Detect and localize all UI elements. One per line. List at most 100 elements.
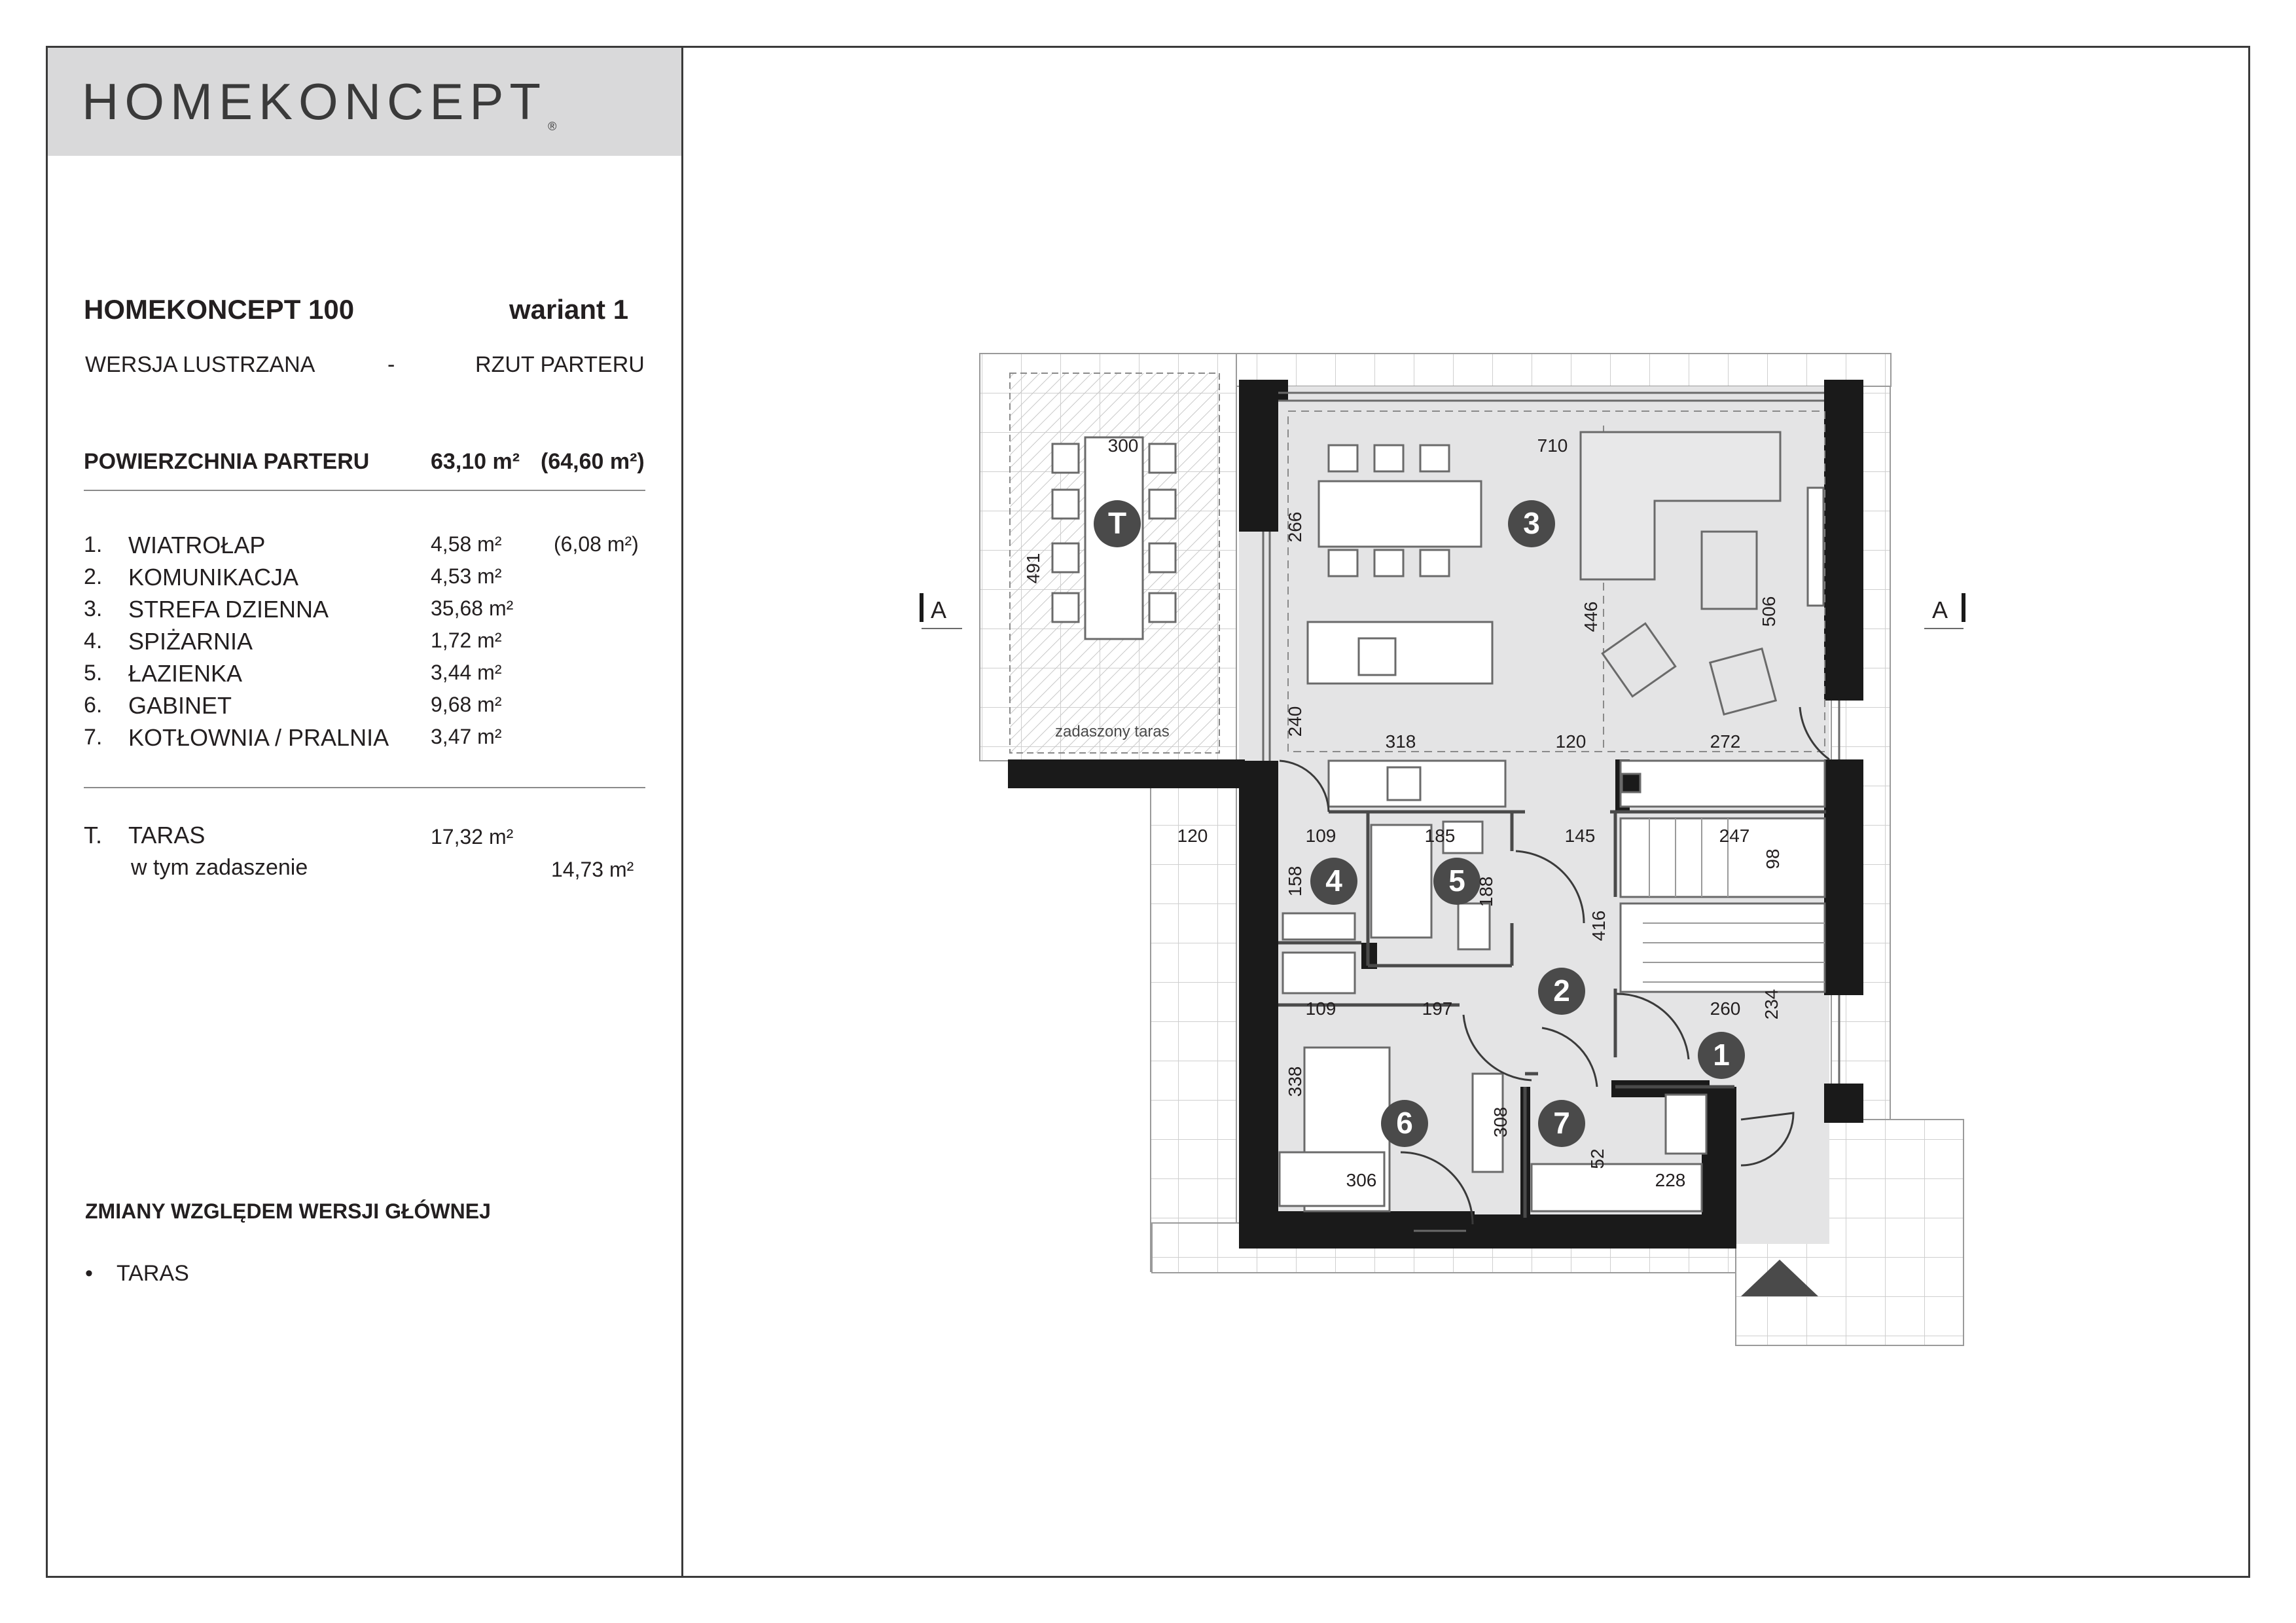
room-number: 4. (84, 629, 103, 653)
room-area: 35,68 m² (431, 596, 514, 620)
dimension-label: 308 (1490, 1107, 1511, 1138)
room-area-extra: (6,08 m²) (554, 532, 639, 556)
room-area: 9,68 m² (431, 693, 502, 716)
dimension-label: 240 (1285, 706, 1305, 737)
room-marker: 1 (1698, 1032, 1745, 1079)
walls (1008, 380, 1863, 1249)
svg-text:A: A (1932, 596, 1948, 623)
dimension-label: 491 (1023, 553, 1043, 584)
dimension-label: 158 (1285, 866, 1305, 897)
dimension-label: 234 (1761, 989, 1782, 1020)
dimension-label: 318 (1386, 731, 1416, 752)
svg-text:2: 2 (1553, 974, 1570, 1008)
dimension-label: 109 (1306, 826, 1336, 846)
terrace-covered-area: 14,73 m² (551, 858, 634, 881)
dimension-label: 197 (1422, 998, 1453, 1019)
living-furniture (1306, 431, 1826, 808)
room-marker: 2 (1538, 968, 1585, 1015)
dimension-label: 228 (1655, 1170, 1686, 1190)
dimension-label: 416 (1588, 911, 1609, 941)
dimension-label: 98 (1763, 848, 1783, 869)
room-marker: 6 (1381, 1100, 1428, 1147)
room-marker: 3 (1508, 500, 1555, 547)
room-area: 3,44 m² (431, 661, 502, 684)
room-number: 5. (84, 661, 103, 685)
room-marker: 5 (1433, 858, 1480, 905)
room-area: 1,72 m² (431, 629, 502, 652)
dimension-label: 120 (1556, 731, 1587, 752)
project-variant: wariant 1 (509, 294, 629, 325)
dimension-label: 188 (1476, 877, 1496, 907)
dimension-label: 247 (1719, 826, 1750, 846)
svg-text:A: A (931, 596, 946, 623)
floor-area-value: 63,10 m² (431, 449, 520, 474)
changes-title: ZMIANY WZGLĘDEM WERSJI GŁÓWNEJ (85, 1199, 491, 1223)
room-marker: T (1094, 500, 1141, 547)
exterior-wall-lines (1262, 392, 1840, 1232)
room-marker: 7 (1538, 1100, 1585, 1147)
changes-bullet: • (85, 1261, 93, 1286)
entrance-arrow-icon (1741, 1260, 1818, 1296)
covered-terrace-label: zadaszony taras (1055, 723, 1170, 740)
dimension-label: 120 (1177, 826, 1208, 846)
interior-walls (1278, 810, 1826, 1218)
terrace-num: T. (84, 822, 103, 848)
room-name: ŁAZIENKA (128, 660, 243, 687)
svg-text:7: 7 (1553, 1106, 1570, 1140)
logo-band (48, 48, 681, 156)
room-area: 4,53 m² (431, 564, 502, 588)
dimension-label: 185 (1425, 826, 1456, 846)
dimension-label: 272 (1710, 731, 1741, 752)
room-name: KOTŁOWNIA / PRALNIA (128, 724, 389, 751)
view-label: RZUT PARTERU (475, 352, 645, 377)
dimension-label: 306 (1346, 1170, 1377, 1190)
version-label: WERSJA LUSTRZANA (85, 352, 315, 377)
floor-area-alt: (64,60 m²) (541, 449, 645, 474)
svg-text:5: 5 (1448, 864, 1465, 898)
dimension-label: 52 (1587, 1148, 1607, 1169)
room-number: 6. (84, 693, 103, 718)
dimension-label: 109 (1306, 998, 1336, 1019)
svg-text:4: 4 (1325, 864, 1342, 898)
room-name: SPIŻARNIA (128, 628, 253, 655)
dimension-label: 300 (1108, 435, 1139, 456)
version-separator: - (387, 352, 395, 377)
room-area: 4,58 m² (431, 532, 502, 556)
dimension-label: 446 (1581, 602, 1601, 632)
terrace-name: TARAS (128, 822, 206, 848)
terrace-area: 17,32 m² (431, 825, 514, 848)
stairs (1619, 817, 1826, 993)
room-markers: T 3 4 5 2 1 6 7 (1094, 500, 1745, 1147)
room-marker: 4 (1310, 858, 1357, 905)
svg-text:T: T (1108, 506, 1126, 540)
svg-text:6: 6 (1396, 1106, 1413, 1140)
homekoncept-logo: HOMEKONCEPT® (82, 73, 557, 133)
svg-text:1: 1 (1713, 1038, 1730, 1072)
room-name: GABINET (128, 692, 232, 719)
dimension-label: 506 (1759, 596, 1779, 627)
dimension-label: 145 (1565, 826, 1596, 846)
dimension-label: 266 (1285, 512, 1305, 543)
divider (84, 787, 645, 788)
info-panel (46, 46, 683, 1578)
room-name: KOMUNIKACJA (128, 564, 299, 591)
divider (84, 490, 645, 491)
room-number: 7. (84, 725, 103, 750)
changes-item: TARAS (117, 1261, 189, 1286)
room-name: STREFA DZIENNA (128, 596, 329, 623)
room-area: 3,47 m² (431, 725, 502, 748)
dimension-label: 260 (1710, 998, 1741, 1019)
room-number: 1. (84, 532, 103, 557)
dimension-label: 338 (1285, 1067, 1305, 1097)
terrace-covered-label: w tym zadaszenie (131, 855, 308, 880)
dimension-labels: 300 710 266 491 446 506 240 318 120 272 120 109 185 1… (1023, 435, 1783, 1190)
dimension-label: 710 (1537, 435, 1568, 456)
bathroom-fixtures (1278, 820, 1708, 1213)
section-marks: A A (920, 593, 1965, 629)
room-number: 3. (84, 596, 103, 621)
dining-set (1318, 444, 1482, 577)
sheet-frame (46, 46, 2250, 1578)
room-name: WIATROŁAP (128, 532, 266, 558)
project-name: HOMEKONCEPT 100 (84, 294, 355, 325)
